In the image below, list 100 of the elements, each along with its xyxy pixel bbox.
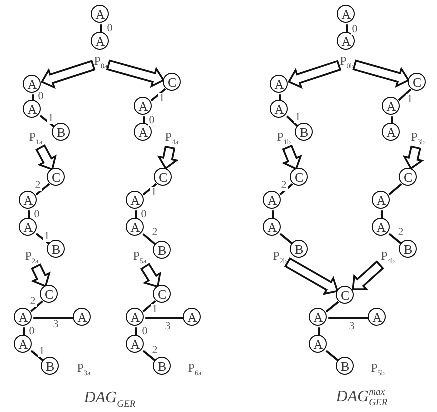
- edge-label: 2: [151, 346, 159, 356]
- graph-edge: [135, 328, 137, 336]
- graph-vertex: A: [126, 335, 144, 354]
- graph-edge: [388, 183, 402, 196]
- hollow-arrow: [140, 263, 162, 288]
- edge-label: 2: [151, 228, 159, 238]
- graph-edge: [280, 183, 294, 196]
- graph-edge: [23, 328, 25, 336]
- edge-label: 2: [397, 228, 405, 238]
- pattern-label: P$_{4b}$: [381, 250, 395, 266]
- graph-vertex: A: [23, 100, 42, 118]
- graph-vertex: A: [382, 97, 400, 116]
- graph-vertex: A: [263, 191, 282, 210]
- edge-label: 1: [150, 188, 158, 198]
- pattern-label: P$_{0a}$: [94, 55, 108, 71]
- graph-vertex: A: [126, 191, 144, 210]
- graph-vertex: A: [263, 218, 282, 236]
- graph-vertex: A: [19, 218, 38, 236]
- graph-vertex: C: [163, 73, 182, 92]
- graph-vertex: A: [309, 308, 328, 326]
- edge-label: 0: [28, 326, 36, 338]
- pattern-label: P$_{4a}$: [165, 131, 179, 147]
- edge-label: 0: [141, 326, 149, 338]
- graph-vertex: A: [134, 97, 152, 116]
- graph-vertex: A: [183, 308, 202, 326]
- graph-vertex: A: [14, 308, 32, 326]
- graph-vertex: A: [372, 218, 390, 236]
- graph-edge: [398, 88, 412, 102]
- graph-vertex: B: [47, 240, 66, 258]
- hollow-arrow: [157, 146, 179, 170]
- graph-edge: [40, 115, 56, 128]
- graph-edge: [391, 116, 393, 124]
- graph-vertex: C: [408, 73, 426, 92]
- graph-vertex: A: [382, 123, 400, 142]
- graph-edge: [36, 233, 50, 245]
- edge-label: 1: [294, 112, 302, 124]
- graph-vertex: A: [337, 32, 356, 50]
- pattern-label: P$_{3b}$: [411, 131, 425, 147]
- hollow-arrow: [106, 60, 166, 88]
- pattern-label: P$_{2a}$: [25, 250, 39, 266]
- edge-label: 1: [151, 304, 159, 316]
- graph-edge: [36, 183, 50, 196]
- hollow-arrow: [352, 60, 410, 88]
- graph-vertex: C: [154, 168, 172, 186]
- graph-edge: [30, 300, 44, 312]
- graph-edge: [142, 300, 156, 313]
- pattern-label: P$_{1a}$: [29, 131, 43, 147]
- graph-vertex: B: [153, 357, 172, 376]
- pattern-label: P$_{5a}$: [133, 250, 147, 266]
- edge-label: 0: [33, 210, 41, 220]
- graph-edge: [318, 328, 320, 336]
- graph-vertex: C: [40, 285, 58, 304]
- edge-label: 3: [164, 322, 172, 332]
- graph-vertex: B: [153, 241, 172, 260]
- graph-vertex: A: [270, 100, 288, 118]
- graph-vertex: B: [41, 357, 60, 376]
- pattern-label: P$_{5b}$: [371, 362, 385, 378]
- edge-label: 0: [351, 24, 359, 36]
- edge-label: 0: [148, 116, 156, 126]
- graph-vertex: A: [14, 335, 32, 354]
- graph-vertex: C: [399, 168, 418, 186]
- pattern-label: P$_{1b}$: [277, 131, 291, 147]
- graph-edge: [100, 24, 102, 32]
- hollow-arrow: [284, 257, 339, 296]
- graph-edge: [146, 317, 184, 319]
- graph-vertex: C: [47, 168, 66, 186]
- edge-label: 3: [348, 322, 356, 332]
- edge-label: 2: [280, 180, 288, 192]
- edge-label: 1: [158, 94, 166, 104]
- graph-vertex: A: [337, 5, 356, 24]
- graph-vertex: B: [295, 123, 314, 142]
- graph-vertex: B: [52, 123, 70, 142]
- graph-edge: [34, 317, 74, 319]
- hollow-arrow: [402, 146, 424, 170]
- graph-edge: [142, 233, 156, 246]
- pattern-label: P$_{2b}$: [273, 250, 287, 266]
- graph-vertex: B: [290, 240, 308, 258]
- edge-label: 1: [43, 232, 51, 242]
- graph-vertex: A: [126, 218, 144, 236]
- graph-edge: [135, 210, 137, 218]
- graph-vertex: A: [19, 191, 38, 210]
- graph-vertex: B: [399, 240, 418, 258]
- graph-edge: [143, 116, 145, 124]
- graph-vertex: C: [290, 168, 308, 186]
- edge-label: 1: [47, 114, 55, 124]
- graph-vertex: A: [23, 75, 42, 94]
- graph-edge: [346, 24, 348, 32]
- graph-edge: [150, 88, 166, 102]
- edge-label: 0: [37, 92, 45, 102]
- graph-edge: [388, 233, 402, 245]
- edge-label: 1: [38, 346, 46, 358]
- graph-vertex: C: [336, 286, 354, 304]
- pattern-label: P$_{0b}$: [340, 55, 354, 71]
- graph-vertex: A: [372, 191, 390, 210]
- graph-edge: [279, 94, 281, 100]
- hollow-arrow: [40, 60, 96, 90]
- graph-edge: [28, 210, 30, 218]
- hollow-arrow: [282, 144, 302, 170]
- graph-vertex: A: [134, 123, 152, 142]
- graph-edge: [326, 301, 340, 313]
